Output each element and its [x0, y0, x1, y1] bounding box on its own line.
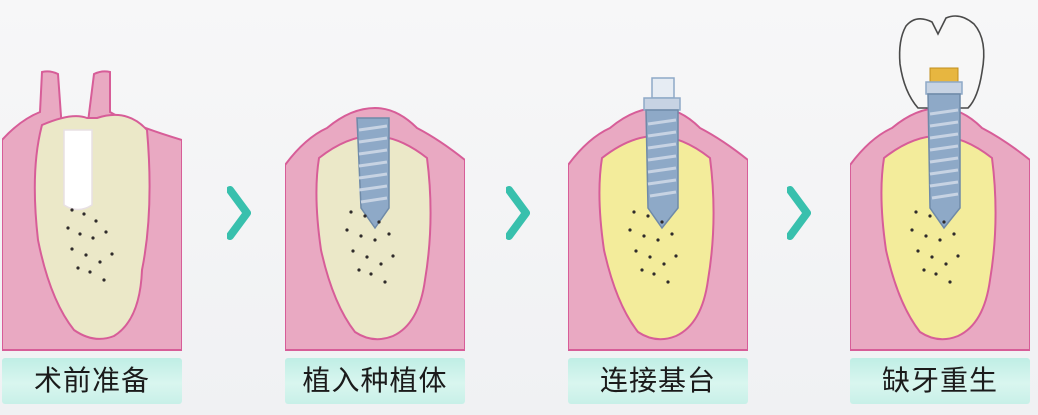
stage-label: 术前准备: [2, 358, 182, 404]
abutment-illustration: [568, 77, 748, 351]
crown-illustration: [850, 15, 1030, 351]
stage-label: 连接基台: [568, 358, 748, 404]
chevron-right-icon: [227, 178, 251, 248]
chevron-right-icon: [787, 178, 811, 248]
stage-label: 缺牙重生: [850, 358, 1030, 404]
gum-bone-illustration: [2, 70, 182, 351]
stage-abutment-connection: 连接基台: [568, 0, 748, 415]
stage-label: 植入种植体: [285, 358, 465, 404]
chevron-right-icon: [506, 178, 530, 248]
stage-tooth-restored: 缺牙重生: [850, 0, 1030, 415]
stage-implant-placement: 植入种植体: [285, 0, 465, 415]
implant-illustration: [285, 106, 465, 351]
stage-preoperative: 术前准备: [2, 0, 182, 415]
